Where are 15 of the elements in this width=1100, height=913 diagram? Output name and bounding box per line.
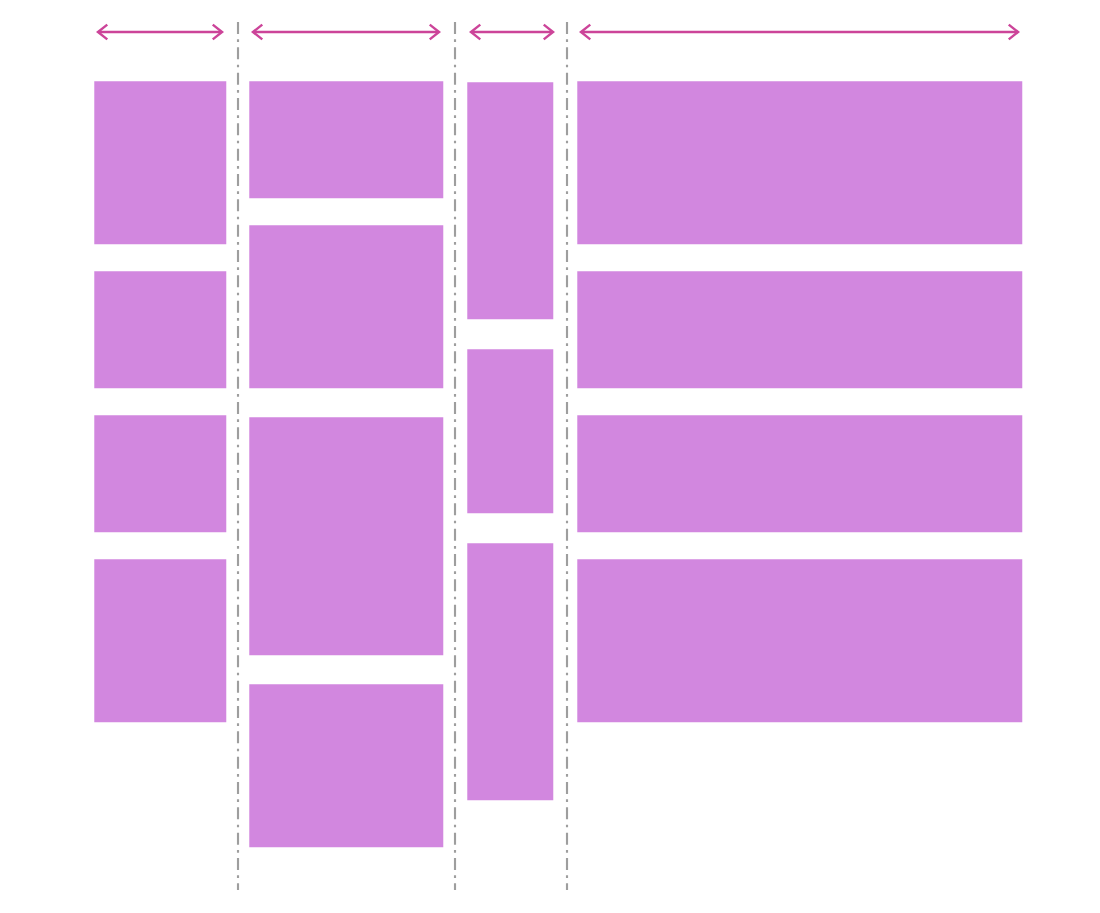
layout-block [249, 81, 444, 199]
layout-block [577, 415, 1023, 533]
layout-block [577, 559, 1023, 723]
layout-block [249, 684, 444, 848]
layout-block [249, 225, 444, 389]
layout-block [94, 415, 227, 533]
layout-block [94, 81, 227, 245]
layout-block [467, 543, 554, 801]
layout-block [577, 271, 1023, 389]
layout-block [94, 271, 227, 389]
layout-block [94, 559, 227, 723]
layout-block [249, 417, 444, 656]
layout-block [467, 82, 554, 320]
layout-block [577, 81, 1023, 245]
layout-block [467, 349, 554, 514]
